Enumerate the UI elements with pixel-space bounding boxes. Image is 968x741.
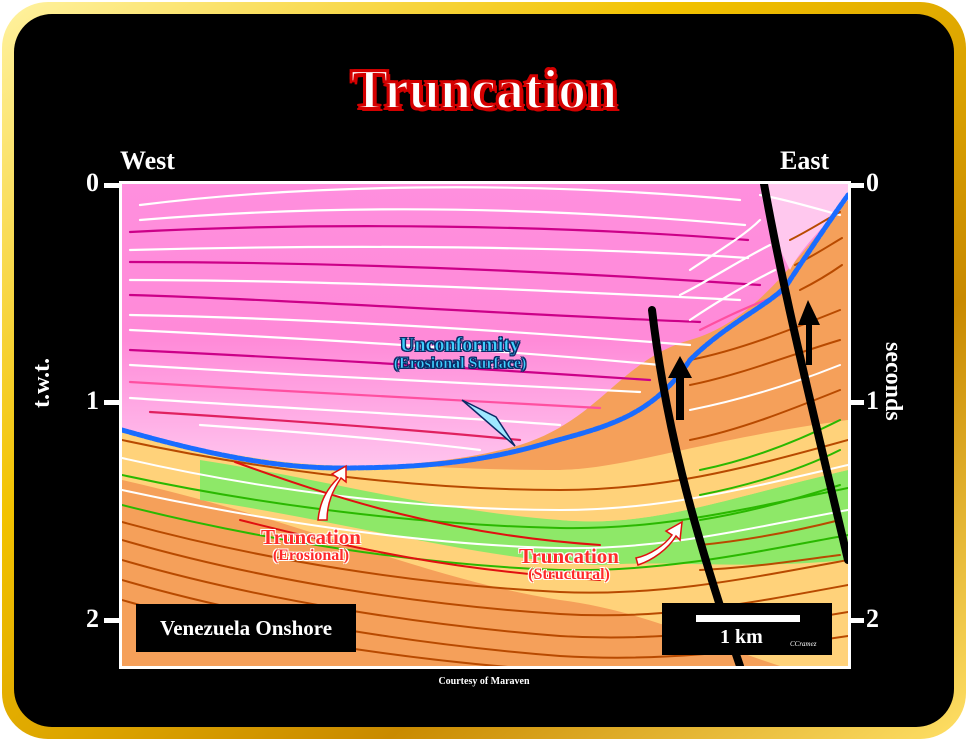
truncation-erosional-title: Truncation	[261, 525, 361, 549]
west-label: West	[120, 146, 175, 175]
truncation-erosional-subtitle: (Erosional)	[272, 547, 350, 565]
location-label: Venezuela Onshore	[136, 604, 356, 652]
unconformity-pointer	[461, 399, 516, 447]
tick-right-1: 1	[866, 386, 879, 415]
tick-left-2: 2	[86, 604, 99, 633]
left-axis-label: t.w.t.	[29, 358, 55, 408]
upper-pink-sequence	[122, 184, 848, 466]
unconformity-subtitle: (Erosional Surface)	[393, 355, 527, 372]
erosional-pointer	[317, 464, 347, 521]
structural-pointer	[635, 520, 683, 566]
fault-arrow-west	[668, 356, 692, 420]
fault-arrow-east	[798, 300, 820, 365]
unconformity-title: Unconformity	[400, 334, 521, 356]
scale-box	[662, 603, 832, 655]
slide-title: Truncation	[350, 58, 619, 122]
right-axis-label: seconds	[880, 342, 906, 421]
tick-left-0: 0	[86, 168, 99, 197]
scale-label: 1 km	[720, 626, 763, 648]
tick-left-1: 1	[86, 386, 99, 415]
courtesy-note: Courtesy of Maraven	[438, 676, 530, 687]
unconformity-callout: Unconformity (Erosional Surface)	[360, 334, 560, 373]
scale-bar	[696, 615, 800, 622]
tick-right-2: 2	[866, 604, 879, 633]
truncation-structural-title: Truncation	[519, 544, 619, 568]
truncation-structural-subtitle: (Structural)	[528, 566, 610, 584]
truncation-erosional-callout: Truncation (Erosional)	[236, 526, 386, 565]
east-label: East	[780, 146, 830, 175]
author-credit: CCramez	[790, 640, 817, 648]
fault-east	[760, 184, 848, 564]
tick-right-0: 0	[866, 168, 879, 197]
unconformity-line	[122, 192, 848, 471]
truncation-structural-callout: Truncation (Structural)	[494, 545, 644, 584]
